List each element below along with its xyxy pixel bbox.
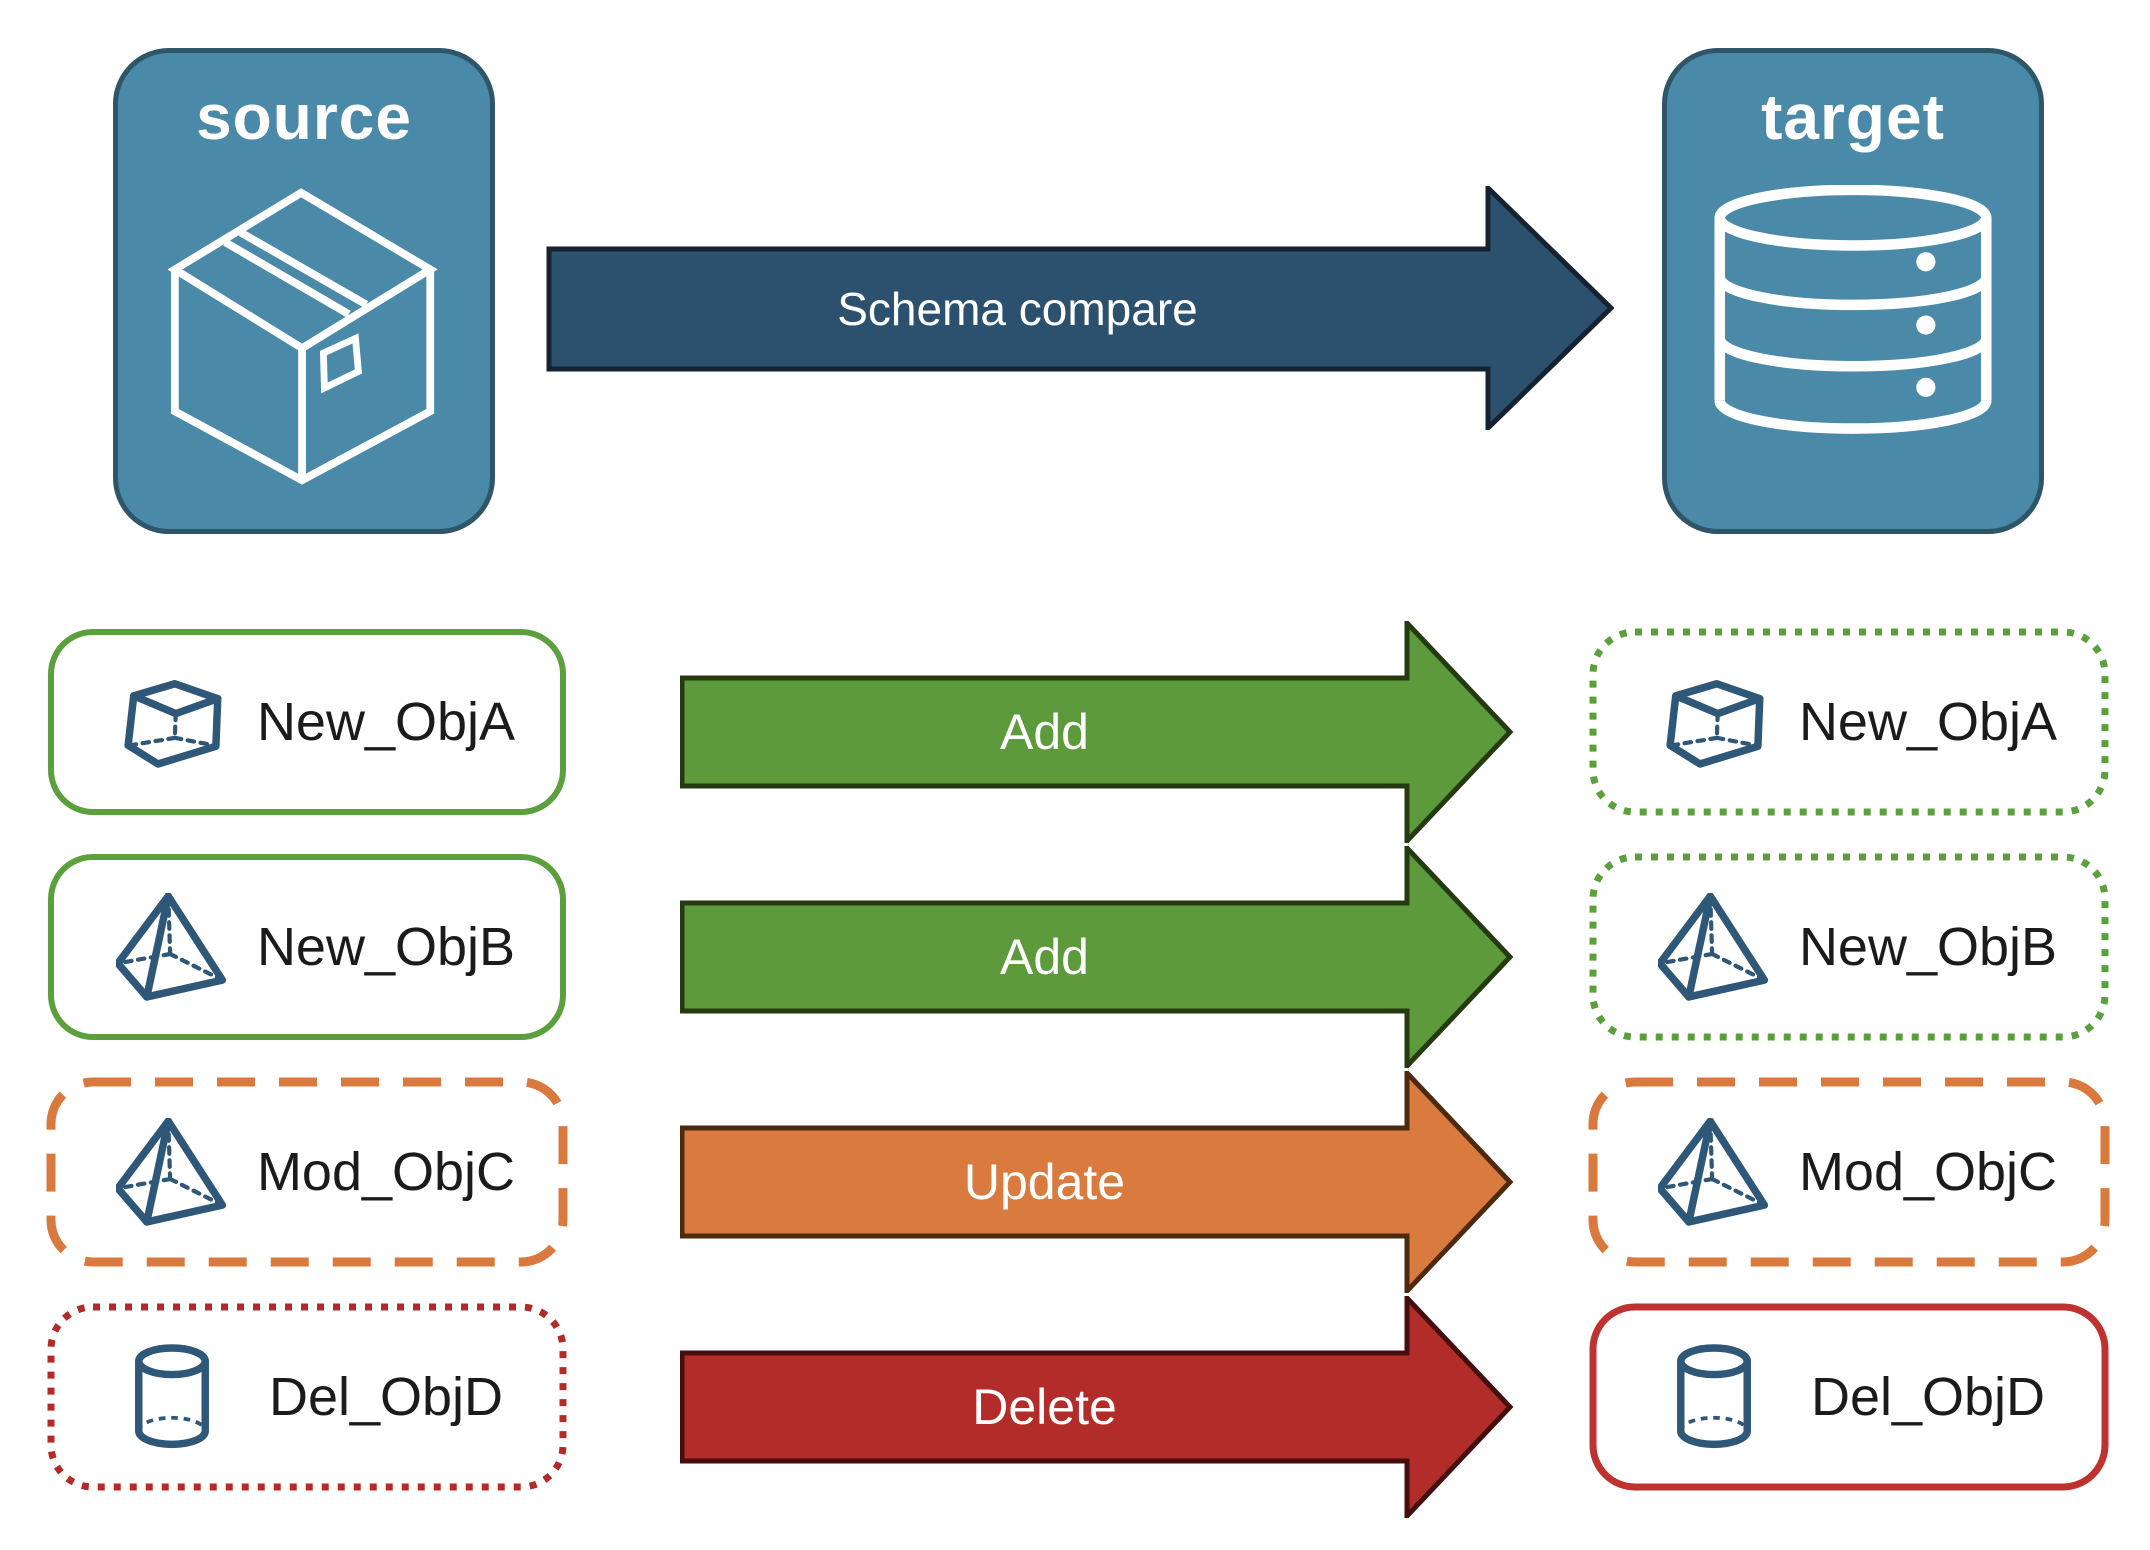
red-dotted-border [47, 1303, 567, 1491]
cylinder-icon [1658, 1343, 1770, 1451]
green-solid-border [48, 629, 566, 815]
pyramid-icon [1658, 1118, 1770, 1226]
green-solid-border [48, 854, 566, 1040]
database-icon [1714, 185, 1992, 444]
orange-dashed-border [46, 1077, 568, 1267]
package-icon [168, 185, 440, 488]
target-panel: target [1662, 48, 2044, 534]
schema-compare-arrow [546, 186, 1614, 430]
target-object-box-del-objd: Del_ObjD [1588, 1302, 2110, 1492]
green-dotted-border [1589, 628, 2109, 816]
green-dotted-border [1589, 853, 2109, 1041]
source-panel-title: source [196, 81, 412, 153]
add-arrow [680, 621, 1514, 843]
source-object-box-del-objd: Del_ObjD [46, 1302, 568, 1492]
cube-icon [1658, 668, 1770, 776]
orange-dashed-border [1588, 1077, 2110, 1267]
object-label: New_ObjA [1798, 692, 2058, 752]
object-label: Mod_ObjC [1798, 1142, 2058, 1202]
add-arrow [680, 846, 1514, 1068]
object-label: New_ObjA [256, 692, 516, 752]
source-object-box-mod-objc: Mod_ObjC [46, 1077, 568, 1267]
pyramid-icon [116, 893, 228, 1001]
cube-icon [116, 668, 228, 776]
object-label: New_ObjB [256, 917, 516, 977]
target-object-box-new-obja: New_ObjA [1588, 627, 2110, 817]
target-panel-title: target [1761, 81, 1945, 153]
object-label: New_ObjB [1798, 917, 2058, 977]
target-object-box-mod-objc: Mod_ObjC [1588, 1077, 2110, 1267]
pyramid-icon [116, 1118, 228, 1226]
source-object-box-new-objb: New_ObjB [46, 852, 568, 1042]
object-label: Del_ObjD [268, 1367, 504, 1427]
delete-arrow [680, 1296, 1514, 1518]
object-label: Mod_ObjC [256, 1142, 516, 1202]
red-solid-border [1589, 1303, 2109, 1491]
source-object-box-new-obja: New_ObjA [46, 627, 568, 817]
source-panel: source [113, 48, 495, 534]
cylinder-icon [116, 1343, 228, 1451]
target-object-box-new-objb: New_ObjB [1588, 852, 2110, 1042]
update-arrow [680, 1071, 1514, 1293]
object-label: Del_ObjD [1810, 1367, 2046, 1427]
pyramid-icon [1658, 893, 1770, 1001]
